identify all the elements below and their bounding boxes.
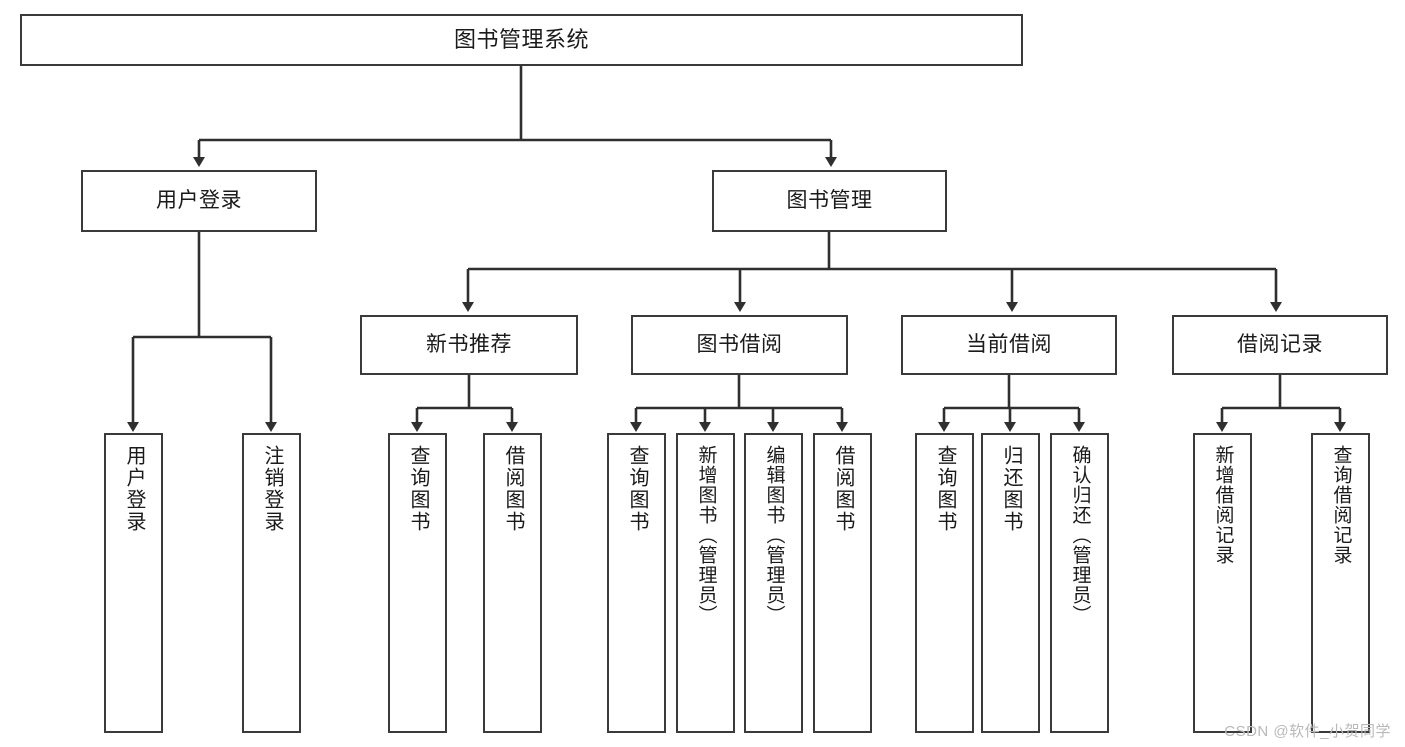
node-label: 归还图书 <box>1000 445 1022 533</box>
leaf-add-book-admin[interactable]: 新增图书（管理员） <box>676 433 735 733</box>
node-book-borrow[interactable]: 图书借阅 <box>631 315 848 375</box>
node-label: 借阅图书 <box>832 445 854 533</box>
leaf-query-borrow-record[interactable]: 查询借阅记录 <box>1311 433 1370 733</box>
node-label: 注销登录 <box>261 445 283 533</box>
node-label: 图书管理 <box>786 188 873 212</box>
node-label: 查询图书 <box>626 445 648 533</box>
leaf-user-login[interactable]: 用户登录 <box>104 433 163 733</box>
node-user-login[interactable]: 用户登录 <box>81 170 317 232</box>
node-new-book-recommend[interactable]: 新书推荐 <box>360 315 578 375</box>
leaf-user-logout[interactable]: 注销登录 <box>242 433 301 733</box>
node-label: 图书借阅 <box>696 332 783 356</box>
node-root-system[interactable]: 图书管理系统 <box>20 14 1023 66</box>
csdn-watermark: CSDN @软件_小贺同学 <box>1224 723 1391 740</box>
leaf-query-book-current[interactable]: 查询图书 <box>915 433 974 733</box>
node-label: 当前借阅 <box>966 332 1052 356</box>
leaf-borrow-book-new[interactable]: 借阅图书 <box>483 433 542 733</box>
leaf-edit-book-admin[interactable]: 编辑图书（管理员） <box>744 433 803 733</box>
leaf-confirm-return-admin[interactable]: 确认归还（管理员） <box>1050 433 1109 733</box>
node-label: 编辑图书（管理员） <box>763 445 785 625</box>
node-label: 新增图书（管理员） <box>695 445 717 625</box>
node-label: 新增借阅记录 <box>1212 445 1234 565</box>
node-label: 用户登录 <box>123 445 145 533</box>
node-label: 查询借阅记录 <box>1330 445 1352 565</box>
leaf-return-book[interactable]: 归还图书 <box>981 433 1040 733</box>
node-label: 借阅图书 <box>502 445 524 533</box>
node-label: 查询图书 <box>407 445 429 533</box>
node-label: 查询图书 <box>934 445 956 533</box>
node-current-borrow[interactable]: 当前借阅 <box>901 315 1117 375</box>
node-label: 新书推荐 <box>426 332 512 356</box>
node-borrow-record[interactable]: 借阅记录 <box>1172 315 1388 375</box>
node-label: 用户登录 <box>156 188 242 212</box>
node-label: 确认归还（管理员） <box>1069 445 1091 625</box>
leaf-add-borrow-record[interactable]: 新增借阅记录 <box>1193 433 1252 733</box>
node-label: 图书管理系统 <box>453 27 589 53</box>
node-label: 借阅记录 <box>1237 332 1323 356</box>
node-book-management[interactable]: 图书管理 <box>712 170 947 232</box>
leaf-query-book-new[interactable]: 查询图书 <box>388 433 447 733</box>
leaf-borrow-book[interactable]: 借阅图书 <box>813 433 872 733</box>
leaf-query-book-borrow[interactable]: 查询图书 <box>607 433 666 733</box>
